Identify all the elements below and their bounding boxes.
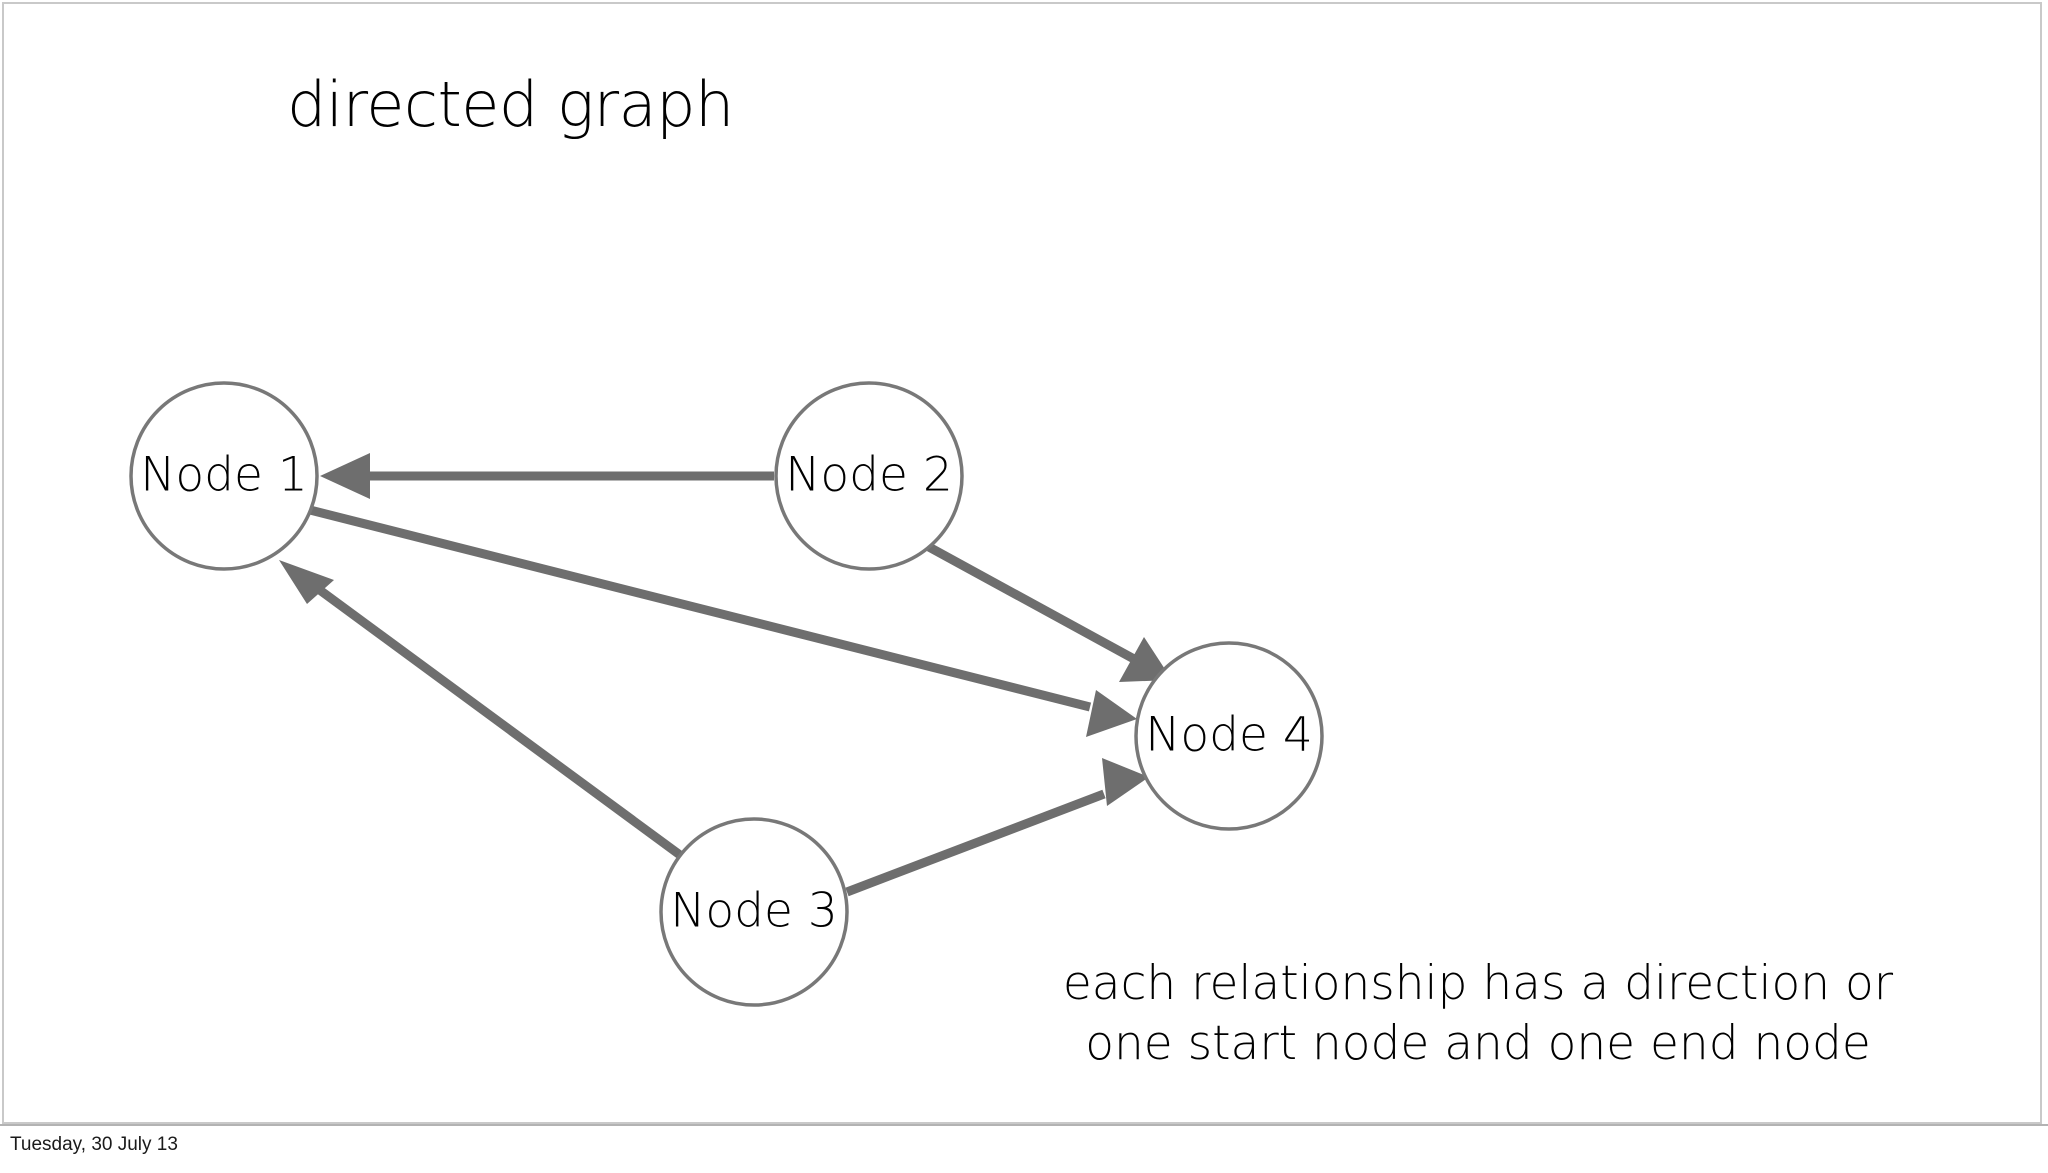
node-label: Node 1	[140, 448, 308, 503]
directed-graph-diagram: Node 1 Node 2 Node 3 Node 4	[129, 381, 1324, 1007]
edge-node3-to-node1	[279, 560, 683, 859]
caption-line-1: each relationship has a direction or	[1062, 956, 1894, 1011]
node-circle[interactable]	[129, 381, 319, 571]
slide-canvas: directed graph	[2, 2, 2042, 1124]
arrowhead-icon	[1102, 758, 1149, 806]
graph-node-node1[interactable]: Node 1	[129, 381, 319, 571]
node-label: Node 4	[1145, 708, 1313, 763]
edge-shaft	[926, 543, 1137, 663]
caption-line-2: one start node and one end node	[1085, 1015, 1871, 1071]
arrowhead-icon	[1086, 690, 1137, 737]
graph-nodes-layer: Node 1 Node 2 Node 3 Node 4	[129, 381, 1324, 1007]
arrowhead-icon	[279, 560, 334, 604]
node-circle[interactable]	[774, 381, 964, 571]
graph-node-node2[interactable]: Node 2	[774, 381, 964, 571]
arrowhead-icon	[320, 453, 370, 499]
node-circle[interactable]	[1134, 641, 1324, 831]
edge-shaft	[845, 789, 1106, 897]
slide-caption: each relationship has a direction or one…	[978, 954, 1978, 1073]
graph-node-node3[interactable]: Node 3	[659, 817, 849, 1007]
node-label: Node 2	[785, 448, 953, 503]
footer-date: Tuesday, 30 July 13	[10, 1134, 178, 1155]
edge-node2-to-node1	[320, 453, 774, 499]
footer-divider	[0, 1124, 2048, 1126]
graph-edges-layer	[279, 453, 1172, 897]
arrowhead-icon	[1119, 637, 1172, 682]
edge-shaft	[314, 584, 683, 859]
node-circle[interactable]	[659, 817, 849, 1007]
edge-node1-to-node4	[308, 505, 1137, 737]
edge-shaft	[308, 505, 1092, 712]
edge-node3-to-node4	[845, 758, 1149, 897]
page-title: directed graph	[287, 68, 734, 141]
node-label: Node 3	[670, 884, 838, 939]
graph-node-node4[interactable]: Node 4	[1134, 641, 1324, 831]
edge-node2-to-node4	[926, 543, 1172, 682]
